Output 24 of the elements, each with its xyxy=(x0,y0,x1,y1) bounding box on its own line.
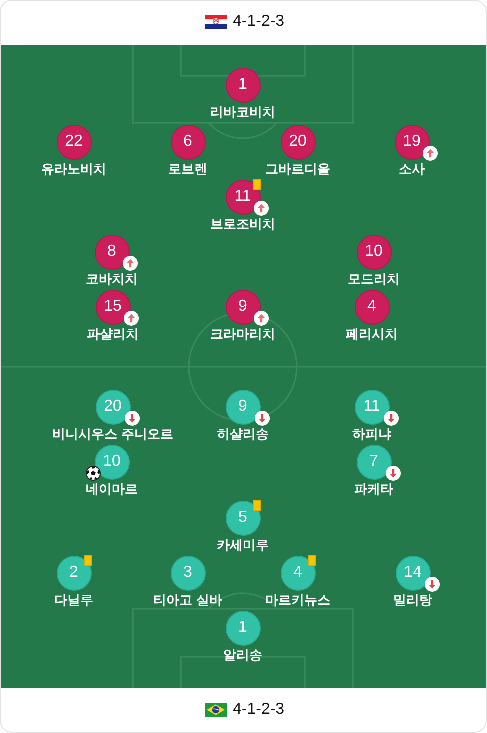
player-name: 파샬리치 xyxy=(87,326,139,342)
player-name: 모드리치 xyxy=(348,272,400,286)
player-name: 하피냐 xyxy=(352,426,392,442)
player-name: 히샬리송 xyxy=(217,426,269,442)
player-name: 다닐루 xyxy=(54,592,94,608)
player-name: 소사 xyxy=(399,162,425,176)
player-name: 리바코비치 xyxy=(210,104,276,120)
player-name: 밀리탕 xyxy=(394,592,432,608)
player-name: 크라마리치 xyxy=(210,326,276,342)
player-name: 브로조비치 xyxy=(210,216,276,232)
player-name: 그바르디올 xyxy=(266,162,330,176)
player-name: 파케타 xyxy=(354,482,394,496)
player-name: 네이마르 xyxy=(86,482,138,496)
formation-label: 4-1-2-3 xyxy=(233,13,285,31)
player-name: 유라노비치 xyxy=(42,162,106,176)
player-name: 마르키뉴스 xyxy=(266,592,330,608)
formation-label: 4-1-2-3 xyxy=(233,701,285,719)
player-name: 티아고 실바 xyxy=(154,592,222,608)
player-name: 알리송 xyxy=(224,648,262,662)
player-name: 코바치치 xyxy=(86,272,138,286)
player-name: 비니시우스 주니오르 xyxy=(52,426,174,442)
player-name: 로브렌 xyxy=(168,162,208,176)
player-name: 페리시치 xyxy=(346,326,398,342)
player-name: 카세미루 xyxy=(217,538,269,552)
